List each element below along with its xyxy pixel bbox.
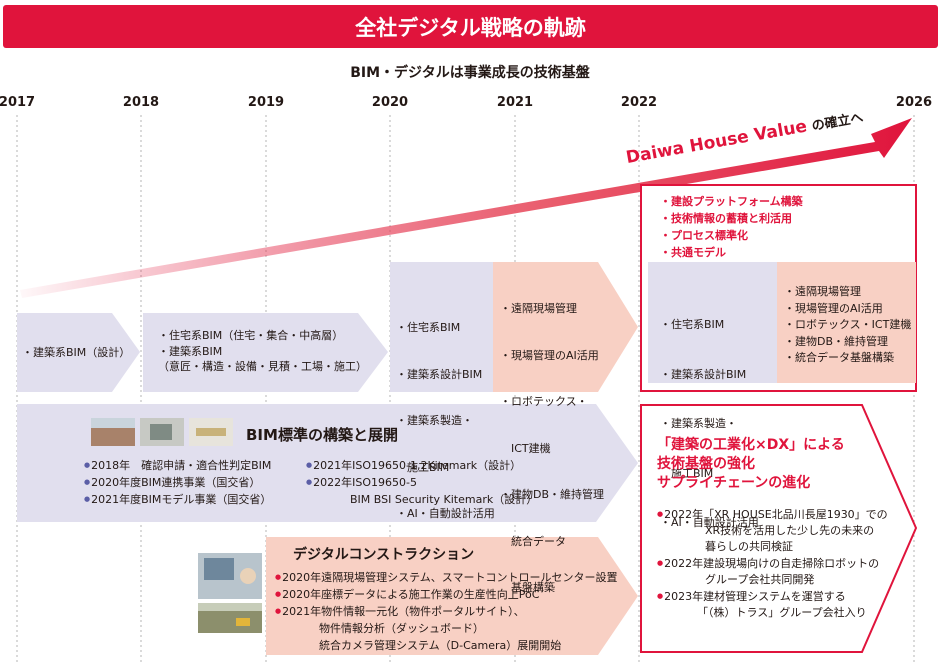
list-item: ・共通モデル [660, 246, 726, 259]
stage-2018-text: ・住宅系BIM（住宅・集合・中高層） ・建築系BIM （意匠・構造・設備・見積・… [158, 328, 367, 375]
photo-thumbnails [91, 418, 262, 633]
list-item: ・統合データ基盤構築 [784, 351, 894, 364]
future-list: 2022年「XR HOUSE北品川長屋1930」での XR技術を活用した少し先の… [657, 506, 888, 621]
list-item: 2020年座標データによる施工作業の生産性向上PoC [275, 586, 617, 603]
list-item: 2018年 確認申請・適合性判定BIM [84, 457, 271, 474]
list-item: ・住宅系BIM [396, 321, 461, 334]
list-item: ・建築系製造・ [396, 414, 473, 427]
heading-line: 「建築の工業化×DX」による [657, 437, 845, 453]
list-item-continuation: BIM BSI Security Kitemark（設計） [350, 493, 538, 506]
bim-standard-heading: BIM標準の構築と展開 [246, 426, 398, 444]
list-item: ・建築系BIM（設計） [22, 346, 131, 359]
list-item-continuation: 「（株）トラス」グループ会社入り [697, 606, 867, 619]
heading-line: 技術基盤の強化 [657, 456, 755, 472]
list-item: ・ロボテックス・ICT建機 [784, 318, 912, 331]
stage-2017-text: ・建築系BIM（設計） [22, 345, 130, 361]
list-item: ・建築系BIM [158, 344, 223, 358]
year-2018: 2018 [122, 95, 160, 110]
list-item: ・ロボテックス・ [500, 395, 588, 408]
subtitle: BIM・デジタルは事業成長の技術基盤 [350, 65, 590, 81]
list-item: ・住宅系BIM [660, 318, 725, 331]
heading-line: サプライチェーンの進化 [657, 475, 811, 491]
stage-2022-right: ・遠隔現場管理 ・現場管理のAI活用 ・ロボテックス・ICT建機 ・建物DB・維… [784, 284, 911, 367]
list-item: 2021年ISO19650-1,2Kitemark（設計） [306, 457, 537, 474]
list-item: ・住宅系BIM（住宅・集合・中高層） [158, 329, 344, 342]
digital-construction-heading: デジタルコンストラクション [293, 547, 475, 563]
year-2026: 2026 [895, 95, 933, 110]
list-item: ・建物DB・維持管理 [784, 334, 889, 348]
year-2021: 2021 [496, 95, 534, 110]
list-item: （意匠・構造・設備・見積・工場・施工） [158, 360, 367, 373]
year-2020: 2020 [371, 95, 409, 110]
list-item: ・プロセス標準化 [660, 229, 748, 242]
list-item: ・現場管理のAI活用 [784, 301, 883, 315]
year-2019: 2019 [247, 95, 285, 110]
list-item-continuation: グループ会社共同開発 [705, 573, 815, 586]
list-item: 2020年遠隔現場管理システム、スマートコントロールセンター設置 [275, 569, 617, 586]
list-item: 2022年建設現場向けの自走掃除ロボットの [657, 555, 888, 572]
list-item-continuation: XR技術を活用した少し先の未来の [705, 524, 875, 537]
list-item-continuation: 統合カメラ管理システム（D-Camera）展開開始 [319, 639, 562, 652]
list-item: ・建設プラットフォーム構築 [660, 195, 803, 208]
value-arrow [20, 118, 912, 298]
year-2022: 2022 [620, 95, 658, 110]
list-item: ・技術情報の蓄積と利活用 [660, 212, 792, 225]
stage-2021-shape [493, 262, 638, 392]
list-item: ICT建機 [500, 441, 551, 455]
list-item: ・建物DB・維持管理 [500, 488, 605, 501]
list-item: ・建築系設計BIM [660, 367, 747, 381]
stage-2018-shape [143, 313, 388, 392]
list-item: 2021年物件情報一元化（物件ポータルサイト）、 [275, 603, 617, 620]
list-item: ・AI・自動設計活用 [396, 507, 495, 520]
year-2017: 2017 [0, 95, 36, 110]
stage-2020-text: ・住宅系BIM ・建築系設計BIM ・建築系製造・ 施工BIM ・AI・自動設計… [396, 289, 495, 553]
list-item-continuation: 暮らしの共同検証 [705, 540, 793, 553]
list-item: ・遠隔現場管理 [784, 285, 861, 298]
bim-standard-col2: 2021年ISO19650-1,2Kitemark（設計） 2022年ISO19… [306, 457, 537, 508]
bim-standard-col1: 2018年 確認申請・適合性判定BIM 2020年度BIM連携事業（国交省） 2… [84, 457, 271, 508]
list-item: 2023年建材管理システムを運営する [657, 588, 888, 605]
list-item: 2020年度BIM連携事業（国交省） [84, 474, 271, 491]
stage-2020-shape [390, 262, 493, 392]
list-item: ・現場管理のAI活用 [500, 348, 599, 362]
list-item: ・建築系製造・ [660, 417, 737, 430]
page-title: 全社デジタル戦略の軌跡 [3, 5, 938, 48]
list-item: ・遠隔現場管理 [500, 302, 577, 315]
list-item: 統合データ [500, 534, 566, 548]
list-item-continuation: 物件情報分析（ダッシュボード） [319, 622, 484, 635]
list-item: 施工BIM [660, 466, 714, 480]
list-item: 2022年ISO19650-5 [306, 474, 537, 491]
future-heading: 「建築の工業化×DX」による 技術基盤の強化 サプライチェーンの進化 [657, 436, 845, 493]
stage-2022-goals: ・建設プラットフォーム構築 ・技術情報の蓄積と利活用 ・プロセス標準化 ・共通モ… [660, 193, 803, 261]
stage-2017-shape [17, 313, 140, 392]
list-item: 2021年度BIMモデル事業（国交省） [84, 491, 271, 508]
digital-construction-list: 2020年遠隔現場管理システム、スマートコントロールセンター設置 2020年座標… [275, 569, 617, 654]
list-item: ・建築系設計BIM [396, 367, 483, 381]
list-item: 2022年「XR HOUSE北品川長屋1930」での [657, 506, 888, 523]
